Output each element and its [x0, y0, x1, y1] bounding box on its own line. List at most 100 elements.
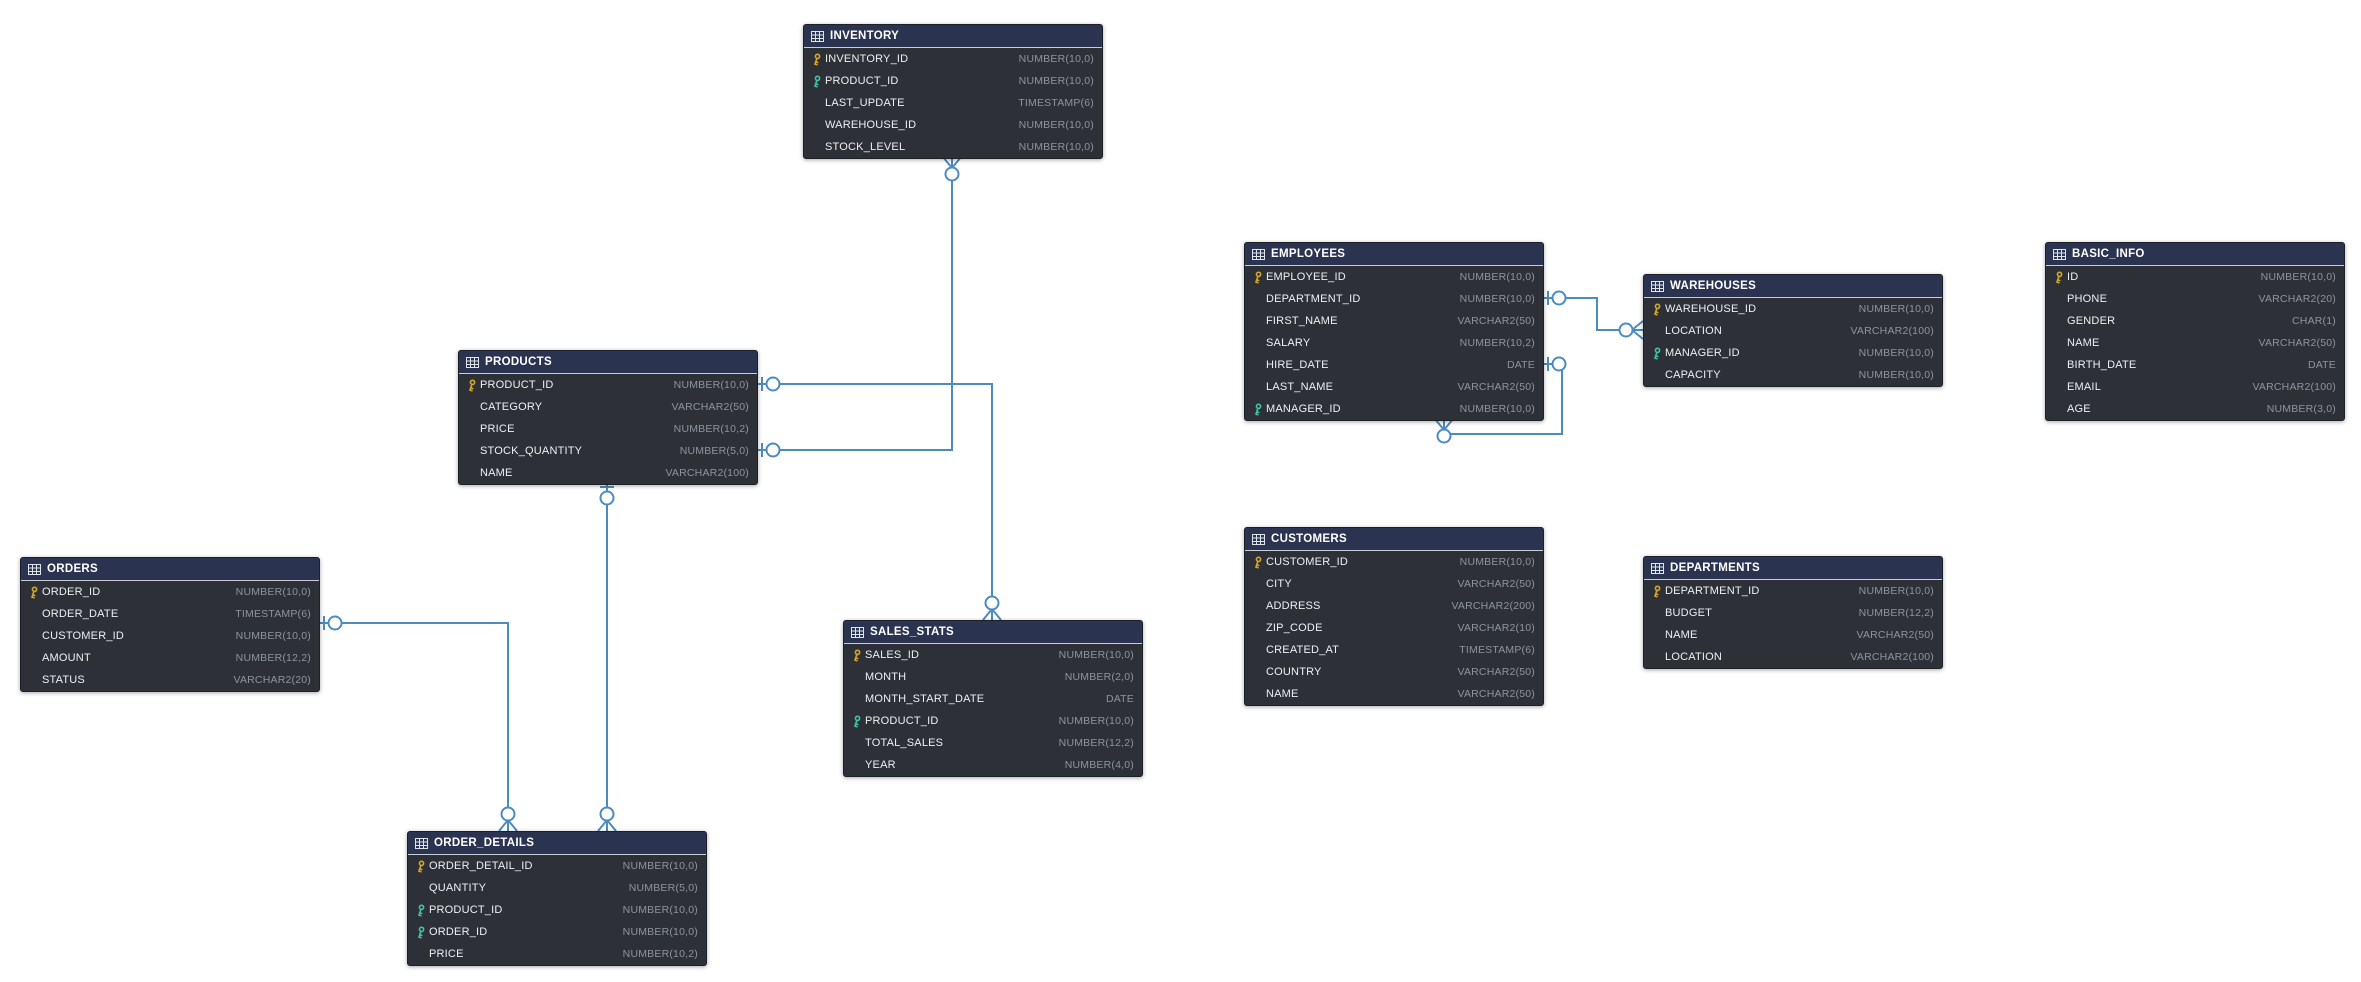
table-title: EMPLOYEES	[1271, 247, 1346, 260]
rel-products-inventory[interactable]	[758, 156, 962, 458]
table-header[interactable]: PRODUCTS	[459, 351, 757, 374]
column-type: DATE	[1506, 359, 1535, 371]
column-type: VARCHAR2(20)	[233, 674, 311, 686]
table-icon	[851, 626, 864, 638]
table-header[interactable]: DEPARTMENTS	[1644, 557, 1942, 580]
column-type: NUMBER(3,0)	[2266, 403, 2336, 415]
table-icon	[28, 563, 41, 575]
column-type: VARCHAR2(100)	[2252, 381, 2336, 393]
column-name: SALARY	[1266, 337, 1311, 349]
table-title: SALES_STATS	[870, 625, 955, 638]
rel-products-order-details[interactable]	[597, 483, 617, 832]
table-header[interactable]: INVENTORY	[804, 25, 1102, 48]
rel-employees-self-manager[interactable]	[1434, 356, 1567, 444]
table-header[interactable]: EMPLOYEES	[1245, 243, 1543, 266]
column-name: GENDER	[2067, 315, 2116, 327]
rel-products-sales-stats[interactable]	[758, 376, 1002, 621]
primary-key-icon	[465, 378, 480, 392]
table-header[interactable]: WAREHOUSES	[1644, 275, 1942, 298]
table-grid-icon-svg	[851, 626, 864, 638]
column-name: STOCK_LEVEL	[825, 141, 906, 153]
table-title: WAREHOUSES	[1670, 279, 1757, 292]
column-type: TIMESTAMP(6)	[1018, 97, 1094, 109]
table-header[interactable]: BASIC_INFO	[2046, 243, 2344, 266]
table-header[interactable]: ORDER_DETAILS	[408, 832, 706, 855]
column-row-email[interactable]: EMAIL VARCHAR2(100)	[2046, 376, 2344, 398]
rel-employees-warehouses[interactable]	[1544, 290, 1644, 340]
table-header[interactable]: ORDERS	[21, 558, 319, 581]
column-name: EMAIL	[2067, 381, 2102, 393]
table-header[interactable]: CUSTOMERS	[1245, 528, 1543, 551]
rel-orders-order-details[interactable]	[320, 615, 518, 832]
column-name: ADDRESS	[1266, 600, 1321, 612]
table-header[interactable]: SALES_STATS	[844, 621, 1142, 644]
primary-key-icon	[850, 648, 865, 662]
